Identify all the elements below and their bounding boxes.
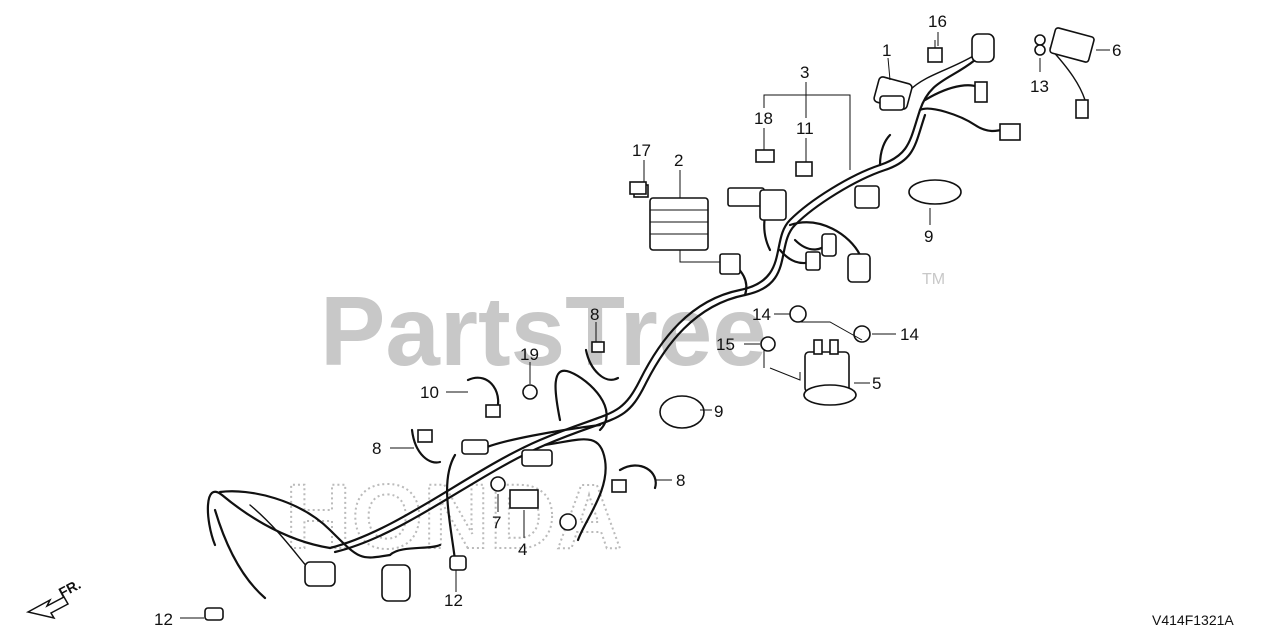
part-8-clip-b[interactable] xyxy=(410,428,442,464)
callout-12-a[interactable]: 12 xyxy=(154,610,173,629)
part-6-relay[interactable] xyxy=(1034,27,1095,63)
part-7-bolt[interactable] xyxy=(490,476,506,492)
part-17-bolt[interactable] xyxy=(629,181,647,195)
part-13-bolt[interactable] xyxy=(1034,44,1046,56)
callout-16[interactable]: 16 xyxy=(928,12,947,31)
part-9-band-upper[interactable] xyxy=(908,179,962,205)
part-10-band[interactable] xyxy=(466,376,501,418)
part-9-band-lower[interactable] xyxy=(659,395,705,429)
part-4-bracket[interactable] xyxy=(509,489,539,509)
callout-2[interactable]: 2 xyxy=(674,151,683,170)
part-18-fuse[interactable] xyxy=(755,149,775,163)
callout-17[interactable]: 17 xyxy=(632,141,651,160)
callout-3[interactable]: 3 xyxy=(800,63,809,82)
callout-8-b[interactable]: 8 xyxy=(372,439,381,458)
part-8-clip-c[interactable] xyxy=(611,464,657,493)
callout-8-c[interactable]: 8 xyxy=(676,471,685,490)
part-14-nut-a[interactable] xyxy=(789,305,807,323)
callout-9-b[interactable]: 9 xyxy=(714,402,723,421)
fuse-box[interactable] xyxy=(727,187,787,221)
callout-14-b[interactable]: 14 xyxy=(900,325,919,344)
front-label: FR. xyxy=(56,576,83,601)
callout-5[interactable]: 5 xyxy=(872,374,881,393)
callout-6[interactable]: 6 xyxy=(1112,41,1121,60)
connector-mid[interactable] xyxy=(719,185,880,283)
callout-1[interactable]: 1 xyxy=(882,41,891,60)
partstree-watermark: PartsTree xyxy=(320,276,767,386)
callout-11[interactable]: 11 xyxy=(796,119,814,138)
callout-9-a[interactable]: 9 xyxy=(924,227,933,246)
part-8-clip-a[interactable] xyxy=(584,341,620,381)
callout-15[interactable]: 15 xyxy=(716,335,735,354)
part-12-clip-b[interactable] xyxy=(449,555,467,571)
connector-lower[interactable] xyxy=(304,439,577,602)
callout-4[interactable]: 4 xyxy=(518,540,527,559)
part-1-coupler[interactable] xyxy=(873,76,913,111)
callout-14-a[interactable]: 14 xyxy=(752,305,771,324)
callout-7[interactable]: 7 xyxy=(492,513,501,532)
part-12-clip-a[interactable] xyxy=(204,607,224,621)
callout-labels: 1 2 3 4 5 6 7 8 8 8 9 9 10 11 12 12 13 1… xyxy=(154,12,1121,629)
diagram-code: V414F1321A xyxy=(1152,612,1234,628)
part-11-fuse[interactable] xyxy=(795,161,813,177)
callout-12-b[interactable]: 12 xyxy=(444,591,463,610)
leader-lines xyxy=(180,32,1110,619)
part-19-bolt[interactable] xyxy=(522,384,538,400)
callout-13[interactable]: 13 xyxy=(1030,77,1049,96)
trademark-mark: TM xyxy=(922,271,945,288)
connector-top-right[interactable] xyxy=(971,33,1089,141)
part-5-starter-solenoid[interactable] xyxy=(803,339,857,406)
callout-10[interactable]: 10 xyxy=(420,383,439,402)
callout-18[interactable]: 18 xyxy=(754,109,773,128)
callout-8-a[interactable]: 8 xyxy=(590,305,599,324)
part-16-bolt[interactable] xyxy=(927,40,943,63)
front-arrow-icon xyxy=(25,595,70,620)
front-direction-indicator: FR. xyxy=(25,576,83,620)
part-15-bolt[interactable] xyxy=(760,336,776,352)
callout-19[interactable]: 19 xyxy=(520,345,539,364)
